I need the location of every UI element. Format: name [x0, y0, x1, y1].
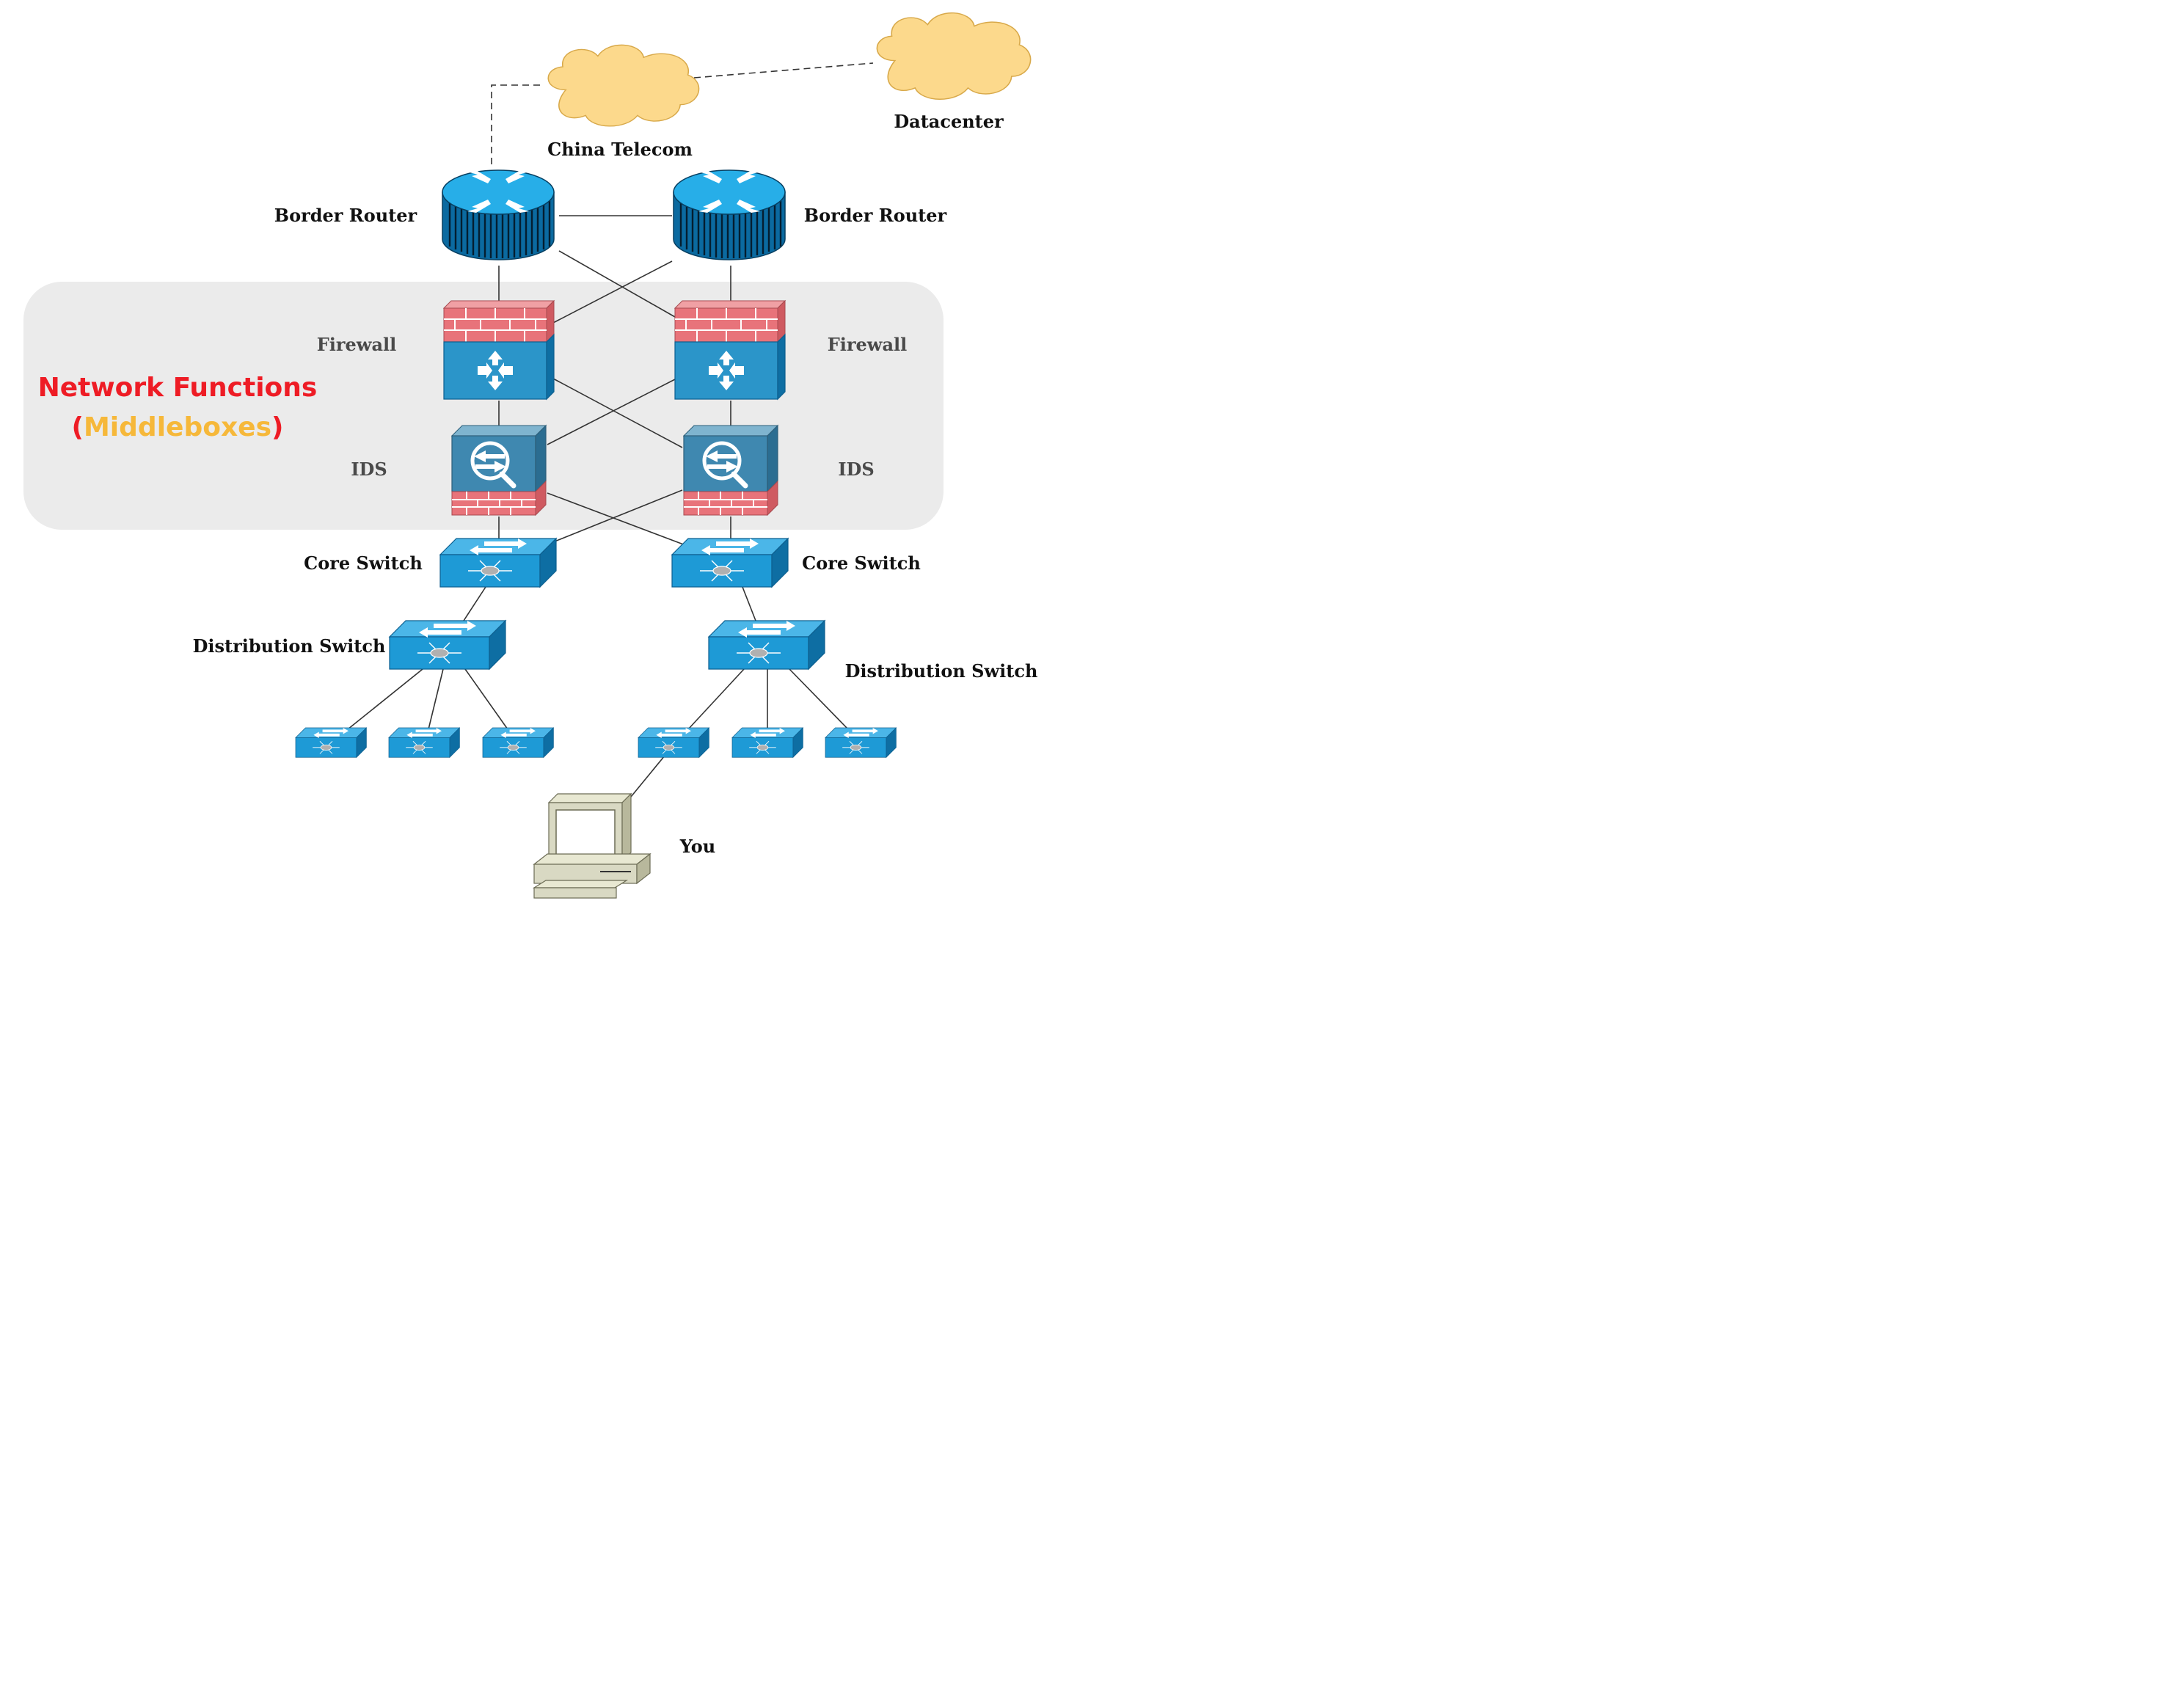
paren-open: (	[72, 412, 84, 442]
core-switch-right-label: Core Switch	[802, 552, 921, 574]
switch-icon[interactable]	[482, 727, 554, 758]
network-diagram: China Telecom Datacenter Border Router B…	[23, 12, 1038, 899]
connection-lines	[347, 62, 874, 798]
switch-icon[interactable]	[671, 538, 789, 588]
switch-icon[interactable]	[439, 538, 557, 588]
firewall-icon[interactable]	[443, 300, 555, 400]
firewall-left-label: Firewall	[317, 334, 397, 355]
firewall-right-label: Firewall	[828, 334, 908, 355]
router-icon[interactable]	[441, 169, 555, 261]
distribution-switch-right-label: Distribution Switch	[845, 660, 1038, 682]
middleboxes-text: Middleboxes	[84, 412, 271, 442]
china-telecom-label: China Telecom	[547, 139, 693, 160]
distribution-switch-left-label: Distribution Switch	[193, 635, 386, 657]
you-label: You	[679, 836, 716, 857]
ids-icon[interactable]	[684, 426, 778, 515]
cloud-icon	[547, 44, 700, 127]
cloud-icon	[876, 12, 1032, 101]
datacenter-label: Datacenter	[894, 111, 1004, 132]
switch-icon[interactable]	[388, 727, 460, 758]
network-functions-title: Network Functions	[38, 373, 318, 403]
switch-icon[interactable]	[638, 727, 709, 758]
ids-icon[interactable]	[452, 426, 546, 515]
border-router-left-label: Border Router	[274, 205, 417, 226]
router-icon[interactable]	[672, 169, 786, 261]
ids-left-label: IDS	[351, 459, 387, 480]
firewall-icon[interactable]	[674, 300, 786, 400]
switch-icon[interactable]	[708, 620, 825, 670]
core-switch-left-label: Core Switch	[304, 552, 423, 574]
switch-icon[interactable]	[825, 727, 897, 758]
switch-icon[interactable]	[389, 620, 506, 670]
paren-close: )	[271, 412, 283, 442]
switch-icon[interactable]	[295, 727, 367, 758]
ids-right-label: IDS	[838, 459, 874, 480]
switch-icon[interactable]	[731, 727, 803, 758]
border-router-right-label: Border Router	[804, 205, 947, 226]
computer-icon[interactable]	[532, 792, 652, 899]
middleboxes-subtitle: (Middleboxes)	[72, 412, 284, 442]
